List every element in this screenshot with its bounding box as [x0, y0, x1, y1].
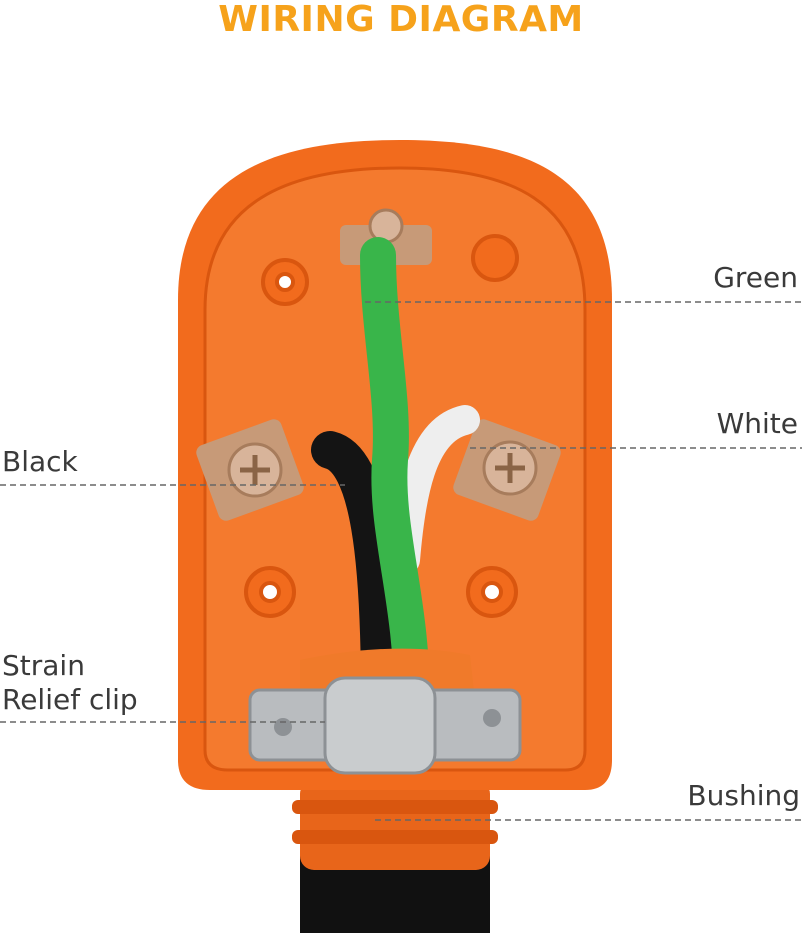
label-green: Green [713, 261, 798, 294]
label-strain-line1: Strain [2, 649, 85, 682]
leader-lines [0, 301, 802, 821]
label-bushing: Bushing [687, 779, 800, 812]
mounting-holes [244, 234, 519, 618]
green-wire [360, 237, 430, 718]
label-strain-line2: Relief clip [2, 683, 138, 716]
strain-relief-clip [248, 676, 522, 775]
bushing [292, 780, 498, 870]
diagram-title: WIRING DIAGRAM [218, 0, 584, 40]
label-white: White [716, 407, 798, 440]
terminal-white [453, 419, 561, 521]
terminal-black [196, 419, 304, 521]
black-wire [311, 431, 399, 719]
label-black: Black [2, 445, 78, 478]
